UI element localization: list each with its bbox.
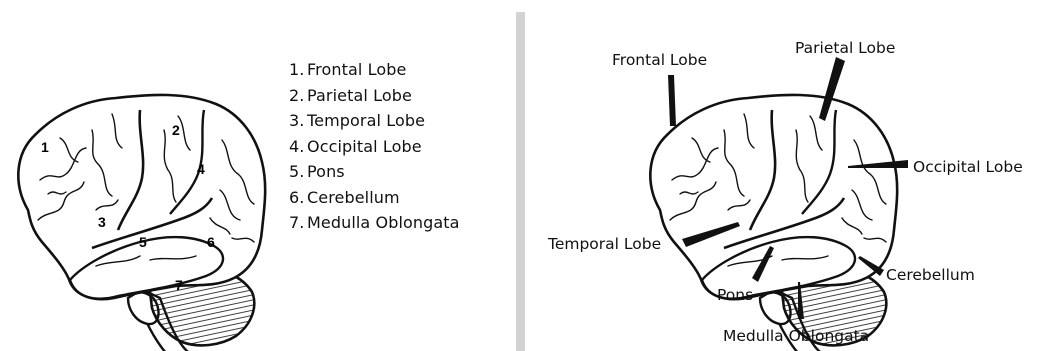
- right-brain-diagram: [650, 95, 897, 351]
- key-item: 1.Frontal Lobe: [289, 57, 460, 83]
- key-item: 2.Parietal Lobe: [289, 83, 460, 109]
- marker-2: 2: [172, 122, 180, 138]
- label-cerebellum: Cerebellum: [886, 266, 975, 284]
- label-medulla-oblongata: Medulla Oblongata: [723, 327, 869, 345]
- key-label: Parietal Lobe: [307, 86, 412, 105]
- label-pons: Pons: [717, 286, 753, 304]
- leader-frontal: [668, 75, 676, 126]
- key-label: Cerebellum: [307, 188, 400, 207]
- brain-outline-right: [650, 95, 897, 351]
- key-label: Pons: [307, 162, 345, 181]
- label-occipital-lobe: Occipital Lobe: [913, 158, 1023, 176]
- brain-outline-left: [18, 95, 265, 351]
- key-item: 3.Temporal Lobe: [289, 108, 460, 134]
- panel-divider: [516, 12, 525, 351]
- label-frontal-lobe: Frontal Lobe: [612, 51, 707, 69]
- key-item: 7.Medulla Oblongata: [289, 210, 460, 236]
- label-temporal-lobe: Temporal Lobe: [547, 235, 661, 253]
- marker-5: 5: [139, 234, 147, 250]
- key-number: 6.: [289, 185, 307, 211]
- label-parietal-lobe: Parietal Lobe: [795, 39, 895, 57]
- key-item: 5.Pons: [289, 159, 460, 185]
- marker-4: 4: [197, 161, 205, 177]
- left-brain-diagram: [18, 95, 265, 351]
- key-number: 2.: [289, 83, 307, 109]
- marker-3: 3: [98, 214, 106, 230]
- brain-part-key: 1.Frontal Lobe 2.Parietal Lobe 3.Tempora…: [289, 57, 460, 236]
- key-number: 7.: [289, 210, 307, 236]
- key-number: 5.: [289, 159, 307, 185]
- key-label: Medulla Oblongata: [307, 213, 460, 232]
- key-label: Frontal Lobe: [307, 60, 406, 79]
- key-number: 3.: [289, 108, 307, 134]
- key-label: Temporal Lobe: [307, 111, 425, 130]
- key-item: 6.Cerebellum: [289, 185, 460, 211]
- key-number: 1.: [289, 57, 307, 83]
- key-label: Occipital Lobe: [307, 137, 422, 156]
- marker-6: 6: [207, 234, 215, 250]
- marker-7: 7: [175, 277, 183, 293]
- marker-1: 1: [41, 139, 49, 155]
- key-number: 4.: [289, 134, 307, 160]
- key-item: 4.Occipital Lobe: [289, 134, 460, 160]
